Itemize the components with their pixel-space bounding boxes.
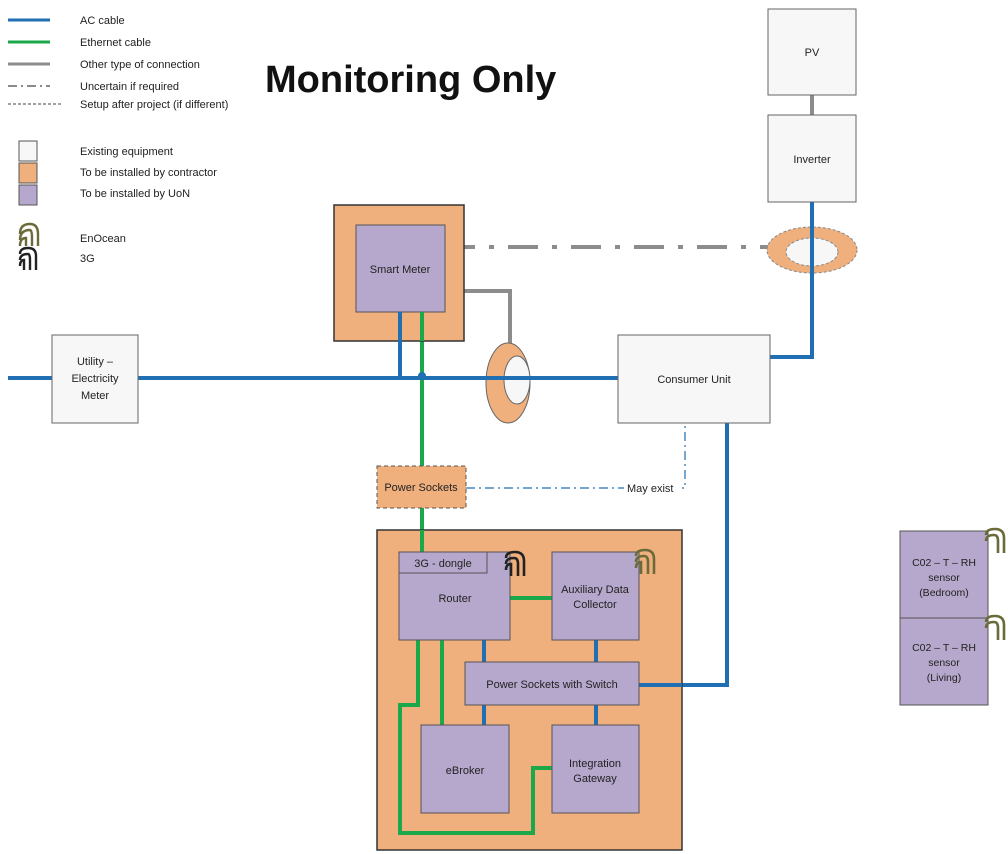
diagram-title: Monitoring Only — [265, 59, 556, 101]
may-exist-bg — [624, 481, 682, 495]
enocean-icon — [18, 222, 40, 247]
may-exist-label: May exist — [627, 483, 673, 495]
aux-data-collector-node: Auxiliary Data Collector — [551, 551, 640, 641]
legend-uncertain-label: Uncertain if required — [80, 81, 179, 93]
sensor-bed-label-1: C02 – T – RH — [912, 557, 976, 569]
dongle-label: 3G - dongle — [414, 558, 471, 570]
pv-label: PV — [805, 47, 820, 59]
legend-ac-label: AC cable — [80, 15, 125, 27]
ac-inside-enclosure — [482, 640, 682, 725]
power-sockets-label: Power Sockets — [384, 482, 458, 494]
other-connections — [445, 95, 814, 345]
other-smart-meter-ct — [445, 289, 512, 345]
sensor-bedroom-enocean-icon — [984, 527, 1006, 553]
sensor-bed-label-2: sensor — [928, 572, 960, 584]
sensor-bedroom-node: C02 – T – RH sensor (Bedroom) — [899, 530, 989, 619]
3g-icon — [18, 246, 38, 270]
legend-setup-label: Setup after project (if different) — [80, 99, 228, 111]
power-sockets-switch-node: Power Sockets with Switch — [464, 661, 640, 706]
inverter-label: Inverter — [793, 154, 831, 166]
utility-label-3: Meter — [81, 390, 109, 402]
sensor-liv-label-3: (Living) — [927, 672, 961, 684]
router-node: 3G - dongle Router — [398, 551, 511, 641]
legend-uon-label: To be installed by UoN — [80, 188, 190, 200]
legend-contractor-label: To be installed by contractor — [80, 167, 217, 179]
ebroker-node: eBroker — [420, 724, 510, 814]
legend-ethernet-label: Ethernet cable — [80, 37, 151, 49]
router-3g-icon — [504, 550, 526, 576]
legend-contractor-swatch — [18, 162, 38, 184]
sensor-liv-label-2: sensor — [928, 657, 960, 669]
legend-existing-swatch — [18, 140, 38, 162]
gateway-label-2: Gateway — [573, 773, 617, 785]
ac-cable-inverter — [770, 202, 814, 359]
utility-meter-node: Utility – Electricity Meter — [51, 334, 139, 424]
sensor-bed-label-3: (Bedroom) — [919, 587, 969, 599]
legend-other-label: Other type of connection — [80, 59, 200, 71]
aux-label-2: Collector — [573, 599, 617, 611]
ct-clamp-main — [485, 342, 531, 424]
pv-node: PV — [767, 8, 857, 96]
inverter-node: Inverter — [767, 114, 857, 203]
aux-enocean-icon — [634, 548, 656, 574]
consumer-unit-node: Consumer Unit — [617, 334, 771, 424]
aux-label-1: Auxiliary Data — [561, 584, 630, 596]
smart-meter-label: Smart Meter — [370, 264, 431, 276]
legend: AC cable Ethernet cable Other type of co… — [8, 15, 228, 270]
utility-label-2: Electricity — [71, 373, 119, 385]
legend-uon-swatch — [18, 184, 38, 206]
power-sockets-node: Power Sockets — [376, 465, 467, 509]
utility-label-1: Utility – — [77, 356, 114, 368]
3g-dongle — [398, 551, 488, 574]
ac-junction — [418, 372, 426, 380]
sensor-living-node: C02 – T – RH sensor (Living) — [899, 617, 989, 706]
sensor-liv-label-1: C02 – T – RH — [912, 642, 976, 654]
uncertain-sockets-consumer — [466, 423, 686, 489]
consumer-unit-label: Consumer Unit — [657, 374, 730, 386]
router-label: Router — [438, 593, 471, 605]
ebroker-label: eBroker — [446, 765, 485, 777]
gateway-label-1: Integration — [569, 758, 621, 770]
integration-gateway-node: Integration Gateway — [551, 724, 640, 814]
sensor-living-enocean-icon — [984, 614, 1006, 640]
sockets-switch-label: Power Sockets with Switch — [486, 679, 617, 691]
legend-3g-label: 3G — [80, 253, 95, 265]
legend-enocean-label: EnOcean — [80, 233, 126, 245]
legend-existing-label: Existing equipment — [80, 146, 173, 158]
